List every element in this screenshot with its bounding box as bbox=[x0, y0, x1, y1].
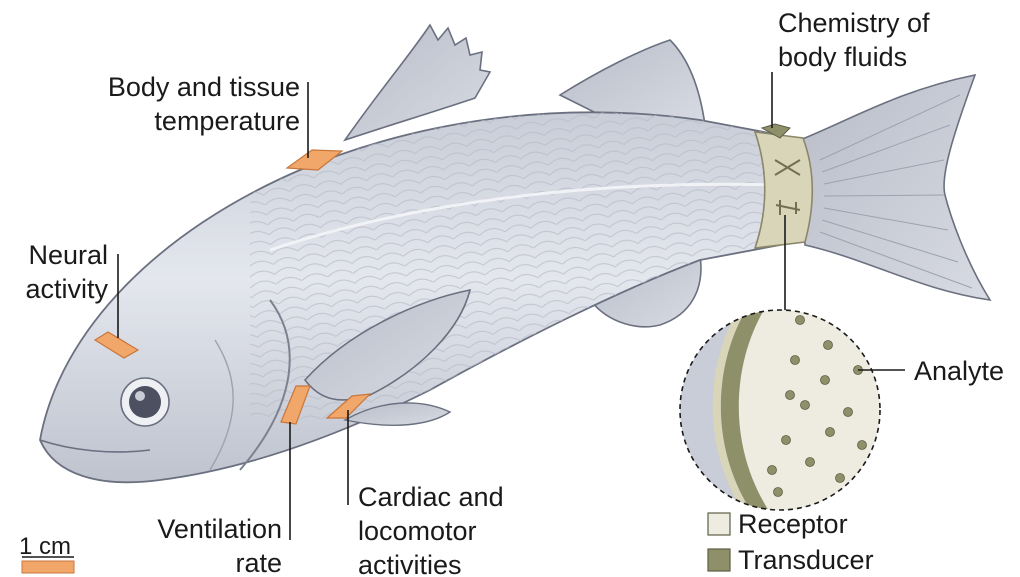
label-chemistry-2: body fluids bbox=[778, 42, 907, 72]
eye-icon bbox=[121, 378, 169, 426]
label-ventilation-2: rate bbox=[235, 548, 282, 577]
label-neural-1: Neural bbox=[28, 240, 108, 270]
legend-label-receptor: Receptor bbox=[738, 509, 848, 539]
label-cardiac-2: locomotor bbox=[358, 516, 477, 546]
tail-fin bbox=[800, 75, 990, 300]
legend-swatch-receptor bbox=[708, 513, 730, 535]
label-body-temp-2: temperature bbox=[154, 106, 300, 136]
legend-label-transducer: Transducer bbox=[738, 545, 874, 575]
label-neural-2: activity bbox=[25, 274, 108, 304]
zoom-inset bbox=[680, 300, 900, 520]
label-cardiac-3: activities bbox=[358, 550, 462, 577]
label-cardiac-1: Cardiac and bbox=[358, 482, 504, 512]
scale-bar-swatch bbox=[22, 561, 74, 573]
label-body-temp-1: Body and tissue bbox=[108, 72, 300, 102]
label-chemistry-1: Chemistry of bbox=[778, 8, 930, 38]
label-ventilation-1: Ventilation bbox=[157, 514, 282, 544]
scale-bar-label: 1 cm bbox=[19, 533, 71, 560]
legend-swatch-transducer bbox=[708, 549, 730, 571]
label-analyte: Analyte bbox=[914, 356, 1004, 386]
